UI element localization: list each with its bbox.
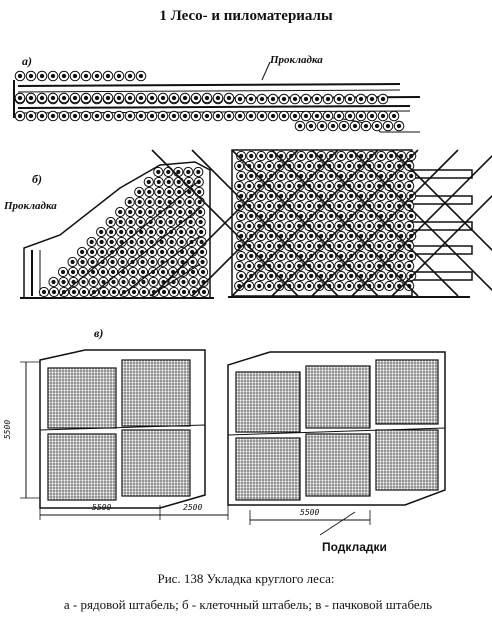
figure-caption: Рис. 138 Укладка круглого леса: — [157, 571, 335, 586]
row-stack-diagram — [13, 61, 421, 133]
spacer-label-a: Прокладка — [270, 54, 323, 66]
bundle-stack-diagram — [20, 349, 446, 536]
dimension-width-right: 5500 — [300, 508, 320, 517]
dimension-height: 5500 — [3, 419, 13, 440]
cage-stack-half-diagram — [20, 161, 214, 299]
figure-legend: а - рядовой штабель; б - клеточный штабе… — [63, 597, 433, 612]
dimension-width-left: 5500 — [92, 503, 112, 512]
dimension-gap: 2500 — [183, 503, 203, 512]
cage-stack-diagram — [151, 149, 492, 298]
spacer-label-b: Прокладка — [4, 200, 57, 212]
figure-a-label: а) — [22, 54, 32, 68]
figure-c-label: в) — [94, 326, 104, 340]
supports-label: Подкладки — [322, 540, 387, 554]
figure-b-label: б) — [32, 172, 42, 186]
section-title: 1 Лесо- и пиломатериалы — [159, 8, 333, 24]
